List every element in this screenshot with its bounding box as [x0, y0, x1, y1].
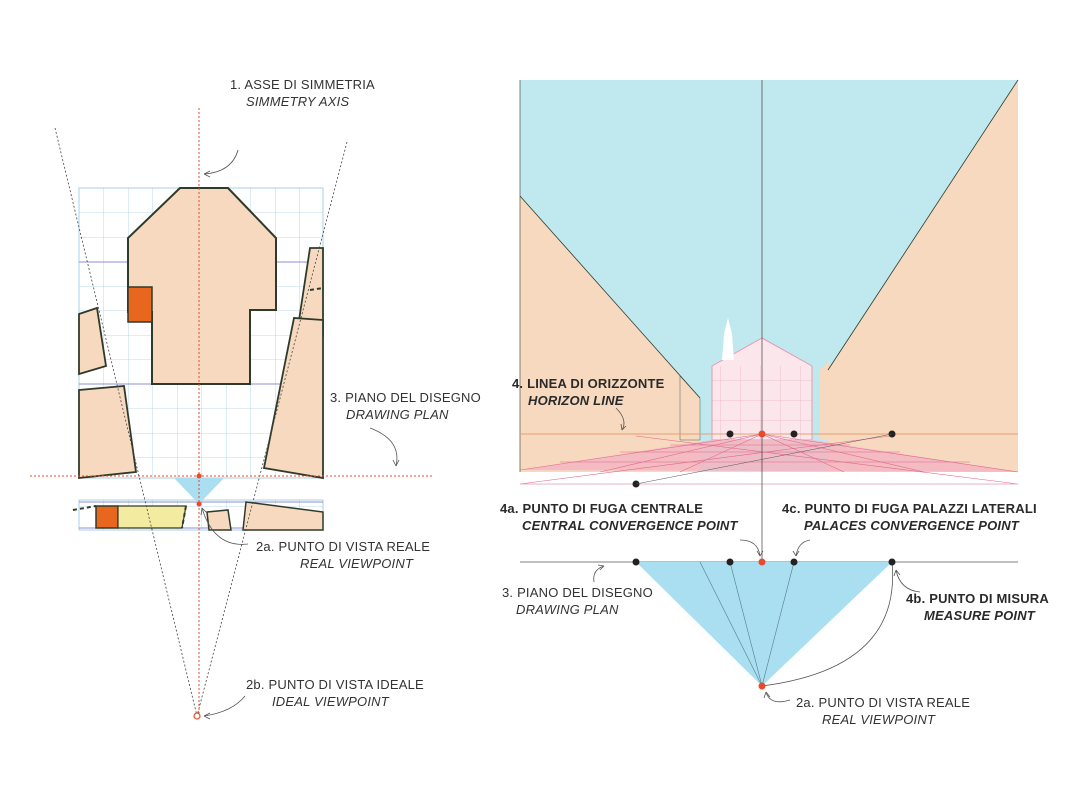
- central-point-en: CENTRAL CONVERGENCE POINT: [522, 518, 738, 533]
- symmetry-axis-it: ASSE DI SIMMETRIA: [244, 77, 375, 92]
- plan-point-left: [632, 558, 640, 566]
- lower-building-right: [242, 501, 324, 531]
- viewing-triangle: [636, 562, 892, 686]
- measure-arc: [761, 561, 894, 687]
- label-drawing-plan-left: 3. PIANO DEL DISEGNO DRAWING PLAN: [330, 389, 481, 423]
- real-viewpoint-right-it: PUNTO DI VISTA REALE: [818, 695, 971, 710]
- drawing-plan-right-en: DRAWING PLAN: [516, 602, 619, 617]
- label-measure-point: 4b. PUNTO DI MISURA MEASURE POINT: [906, 590, 1049, 624]
- label-real-viewpoint-right: 2a. PUNTO DI VISTA REALE REAL VIEWPOINT: [796, 694, 970, 728]
- drawing-plan-right-number: 3.: [502, 585, 514, 600]
- palaces-point-it: PUNTO DI FUGA PALAZZI LATERALI: [804, 501, 1037, 516]
- palaces-point-en: PALACES CONVERGENCE POINT: [804, 518, 1019, 533]
- orange-room: [127, 286, 153, 323]
- left-palace: [520, 196, 700, 472]
- orange-block-lower: [95, 505, 119, 529]
- horizon-line-en: HORIZON LINE: [528, 393, 624, 408]
- plan-point-center: [758, 558, 766, 566]
- plan-point-b: [790, 558, 798, 566]
- horizon-line-number: 4.: [512, 376, 524, 391]
- real-viewpoint-right-number: 2a.: [796, 695, 815, 710]
- drawing-plan-right-it: PIANO DEL DISEGNO: [517, 585, 653, 600]
- drawing-plan-left-number: 3.: [330, 390, 342, 405]
- label-central-point: 4a. PUNTO DI FUGA CENTRALE CENTRAL CONVE…: [500, 500, 738, 534]
- left-building-1: [78, 306, 108, 376]
- plan-point-a: [726, 558, 734, 566]
- symmetry-axis-number: 1.: [230, 77, 242, 92]
- label-real-viewpoint-left: 2a. PUNTO DI VISTA REALE REAL VIEWPOINT: [256, 538, 430, 572]
- ideal-viewpoint-it: PUNTO DI VISTA IDEALE: [268, 677, 424, 692]
- ideal-viewpoint-number: 2b.: [246, 677, 265, 692]
- palaces-point-number: 4c.: [782, 501, 801, 516]
- label-symmetry-axis: 1. ASSE DI SIMMETRIA SIMMETRY AXIS: [230, 76, 375, 110]
- measure-point-number: 4b.: [906, 591, 926, 606]
- ideal-viewpoint-point: [193, 712, 201, 720]
- yellow-block-lower: [117, 505, 187, 529]
- street-floor: [520, 440, 1018, 472]
- label-horizon-line: 4. LINEA DI ORIZZONTE HORIZON LINE: [512, 375, 665, 409]
- plan-view: [30, 108, 432, 720]
- horizon-point-left: [726, 430, 734, 438]
- real-viewpoint-right-en: REAL VIEWPOINT: [822, 712, 936, 727]
- horizon-line-it: LINEA DI ORIZZONTE: [527, 376, 665, 391]
- label-ideal-viewpoint: 2b. PUNTO DI VISTA IDEALE IDEAL VIEWPOIN…: [246, 676, 424, 710]
- label-palaces-point: 4c. PUNTO DI FUGA PALAZZI LATERALI PALAC…: [782, 500, 1037, 534]
- real-viewpoint-left-number: 2a.: [256, 539, 275, 554]
- measure-point: [888, 558, 896, 566]
- real-viewpoint-point-plan: [196, 501, 202, 507]
- symmetry-axis-en: SIMMETRY AXIS: [246, 94, 350, 109]
- drawing-plan-left-en: DRAWING PLAN: [346, 407, 449, 422]
- plan-axis-point: [196, 473, 202, 479]
- drawing-plan-left-it: PIANO DEL DISEGNO: [345, 390, 481, 405]
- central-point-number: 4a.: [500, 501, 519, 516]
- horizon-point-right: [790, 430, 798, 438]
- central-point-it: PUNTO DI FUGA CENTRALE: [522, 501, 704, 516]
- ideal-viewpoint-en: IDEAL VIEWPOINT: [272, 694, 389, 709]
- bell-tower: [722, 318, 734, 360]
- right-palace: [828, 80, 1018, 472]
- horizon-point-center: [758, 430, 766, 438]
- right-building-2: [262, 317, 324, 480]
- view-cone: [174, 478, 224, 504]
- real-viewpoint-left-en: REAL VIEWPOINT: [300, 556, 414, 571]
- perspective-view: [519, 79, 1019, 703]
- left-building-2: [78, 385, 138, 479]
- measure-point-en: MEASURE POINT: [924, 608, 1035, 623]
- label-drawing-plan-right: 3. PIANO DEL DISEGNO DRAWING PLAN: [502, 584, 653, 618]
- real-viewpoint-left-it: PUNTO DI VISTA REALE: [278, 539, 431, 554]
- real-viewpoint-point: [758, 682, 766, 690]
- measure-point-it: PUNTO DI MISURA: [929, 591, 1049, 606]
